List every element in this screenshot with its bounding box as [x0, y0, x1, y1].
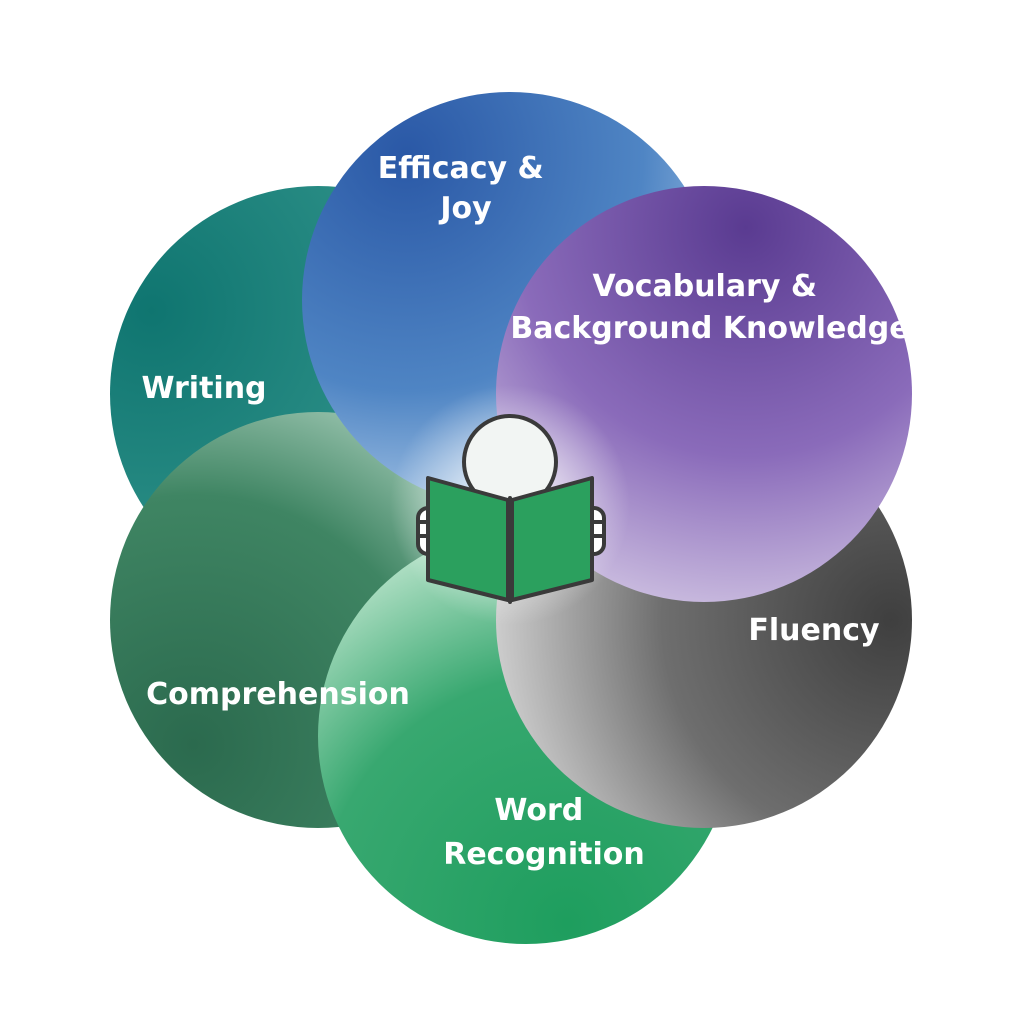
label-comprehension: Comprehension — [146, 677, 410, 712]
reader-with-book-icon — [416, 414, 606, 604]
book-right-page — [510, 476, 594, 602]
label-efficacy: Efficacy & Joy — [378, 151, 554, 226]
book-left-page — [426, 476, 510, 602]
label-vocabulary: Vocabulary & Background Knowledge — [510, 269, 909, 346]
label-word-recognition: Word Recognition — [443, 793, 645, 872]
label-fluency: Fluency — [748, 613, 880, 648]
label-writing: Writing — [141, 371, 266, 406]
